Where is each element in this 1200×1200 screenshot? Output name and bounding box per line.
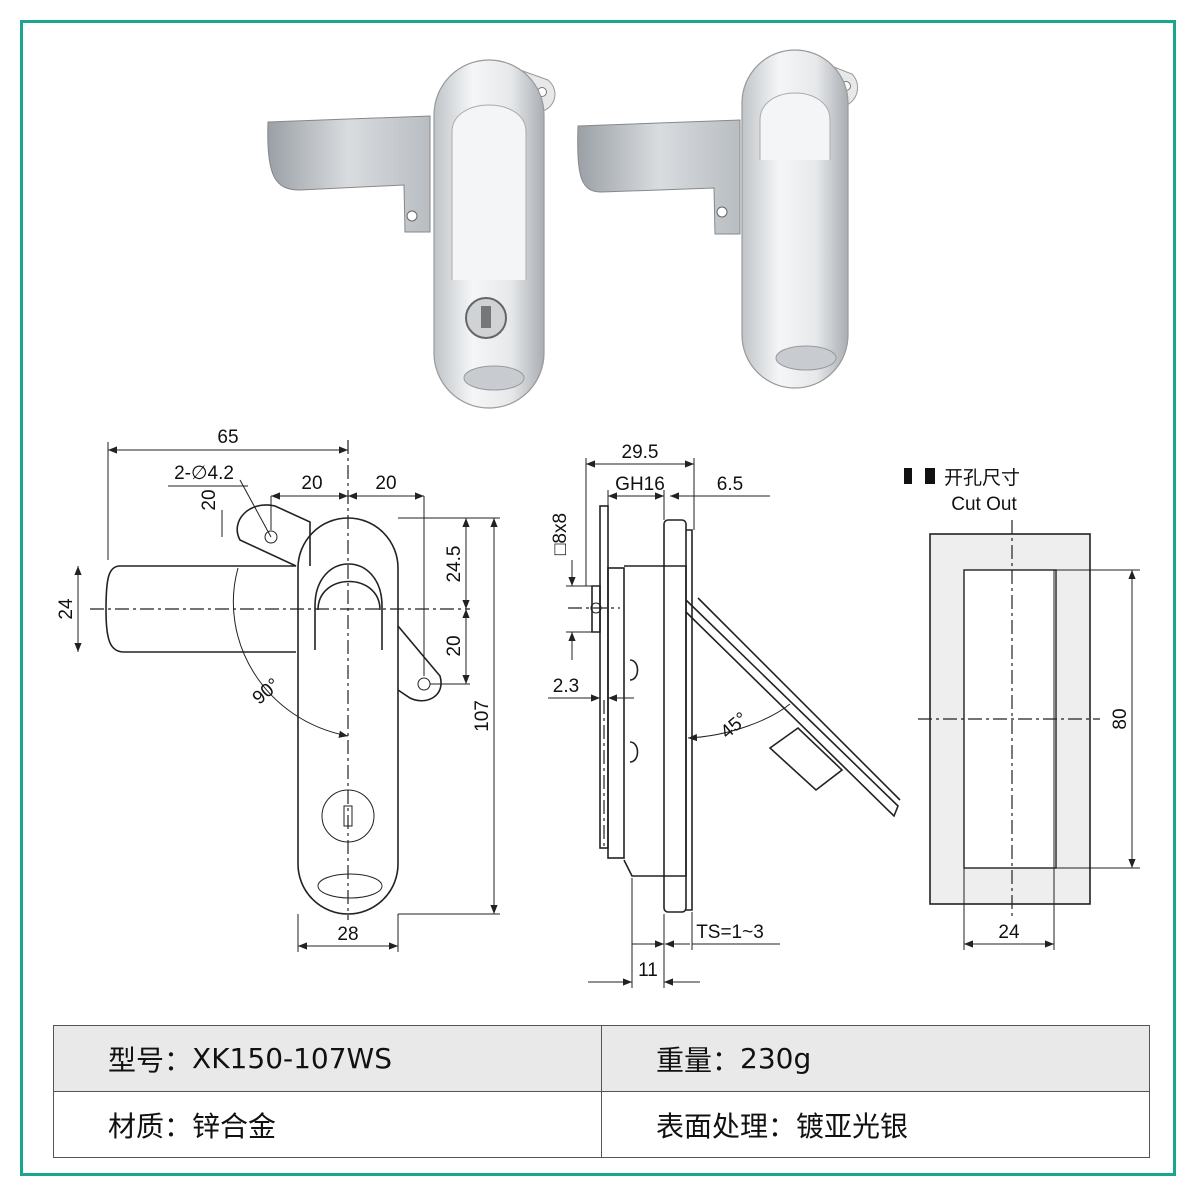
dim-29-5: 29.5 [622, 442, 659, 463]
spec-material: 材质：锌合金 [54, 1092, 602, 1157]
dim-20-lower: 20 [444, 635, 465, 656]
product-photo-without-lock [577, 49, 859, 389]
spec-model-value: XK150-107WS [192, 1042, 393, 1075]
cutout-dim-24: 24 [998, 922, 1020, 943]
dim-107: 107 [472, 700, 493, 732]
product-photo-with-lock [267, 59, 556, 409]
dim-20-top: 20 [199, 489, 220, 510]
spec-weight-label: 重量： [656, 1043, 741, 1077]
spec-model-label: 型号： [108, 1043, 193, 1077]
cutout-title-cn: 开孔尺寸 [944, 467, 1020, 489]
spec-material-value: 锌合金 [192, 1109, 277, 1143]
dim-65: 65 [217, 427, 238, 448]
spec-finish-value: 镀亚光银 [796, 1109, 909, 1143]
spec-finish-label: 表面处理： [656, 1109, 797, 1143]
dim-square: □8x8 [550, 513, 571, 555]
cutout-title-en: Cut Out [951, 494, 1017, 515]
dim-24-5: 24.5 [444, 546, 465, 583]
dim-20-b: 20 [375, 473, 396, 494]
spec-material-label: 材质： [108, 1109, 193, 1143]
side-view [568, 505, 901, 913]
dim-28: 28 [337, 924, 358, 945]
dim-45-deg: 45° [717, 709, 753, 744]
dim-20-a: 20 [301, 473, 322, 494]
dim-ts: TS=1~3 [696, 922, 764, 943]
spec-weight-value: 230g [740, 1042, 812, 1075]
front-view-dimensions: 65 2-∅4.2 20 20 20 24 24.5 20 107 28 90° [56, 427, 500, 952]
dim-2-3: 2.3 [553, 676, 579, 697]
spec-table: 型号：XK150-107WS 重量：230g 材质：锌合金 表面处理：镀亚光银 [53, 1025, 1150, 1158]
cutout-view: 开孔尺寸 Cut Out 80 24 [904, 467, 1140, 950]
spec-weight: 重量：230g [602, 1026, 1149, 1092]
cutout-dim-80: 80 [1110, 708, 1131, 729]
dim-6-5: 6.5 [717, 474, 743, 495]
front-view [90, 440, 470, 920]
spec-model: 型号：XK150-107WS [54, 1026, 602, 1092]
dim-24-handle: 24 [56, 598, 77, 620]
page-frame [20, 20, 1176, 1176]
technical-drawing: 65 2-∅4.2 20 20 20 24 24.5 20 107 28 90° [56, 49, 1140, 988]
dim-gh16: GH16 [615, 474, 665, 495]
dim-holes: 2-∅4.2 [174, 463, 234, 484]
dim-11: 11 [638, 960, 658, 981]
spec-finish: 表面处理：镀亚光银 [602, 1092, 1149, 1157]
dim-90-deg: 90° [249, 675, 285, 710]
